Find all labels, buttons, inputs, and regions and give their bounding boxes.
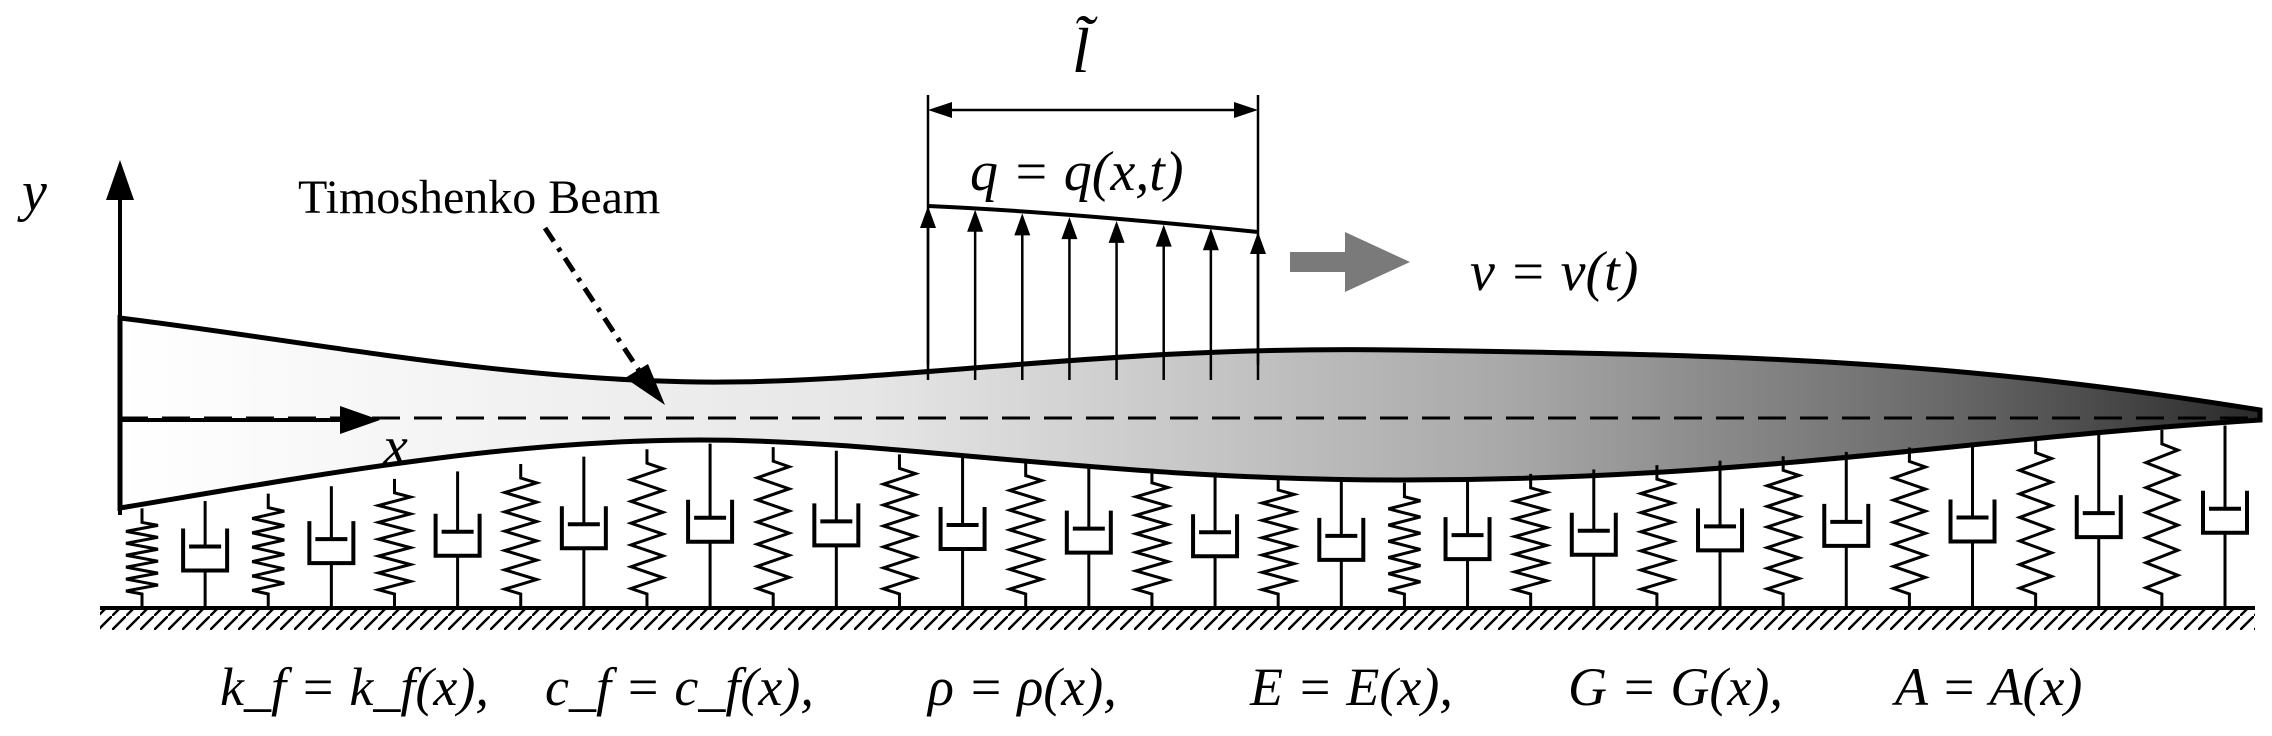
foundation-spring — [499, 464, 542, 608]
foundation-spring — [2015, 438, 2056, 608]
foundation-spring — [1004, 461, 1047, 608]
foundation-spring — [372, 478, 417, 608]
x-axis-arrow — [120, 406, 380, 434]
y-axis-label: y — [17, 161, 47, 223]
load-equation: q = q(x,t) — [970, 141, 1184, 203]
youngs-modulus-equation: E = E(x), — [1249, 657, 1453, 717]
foundation-damper — [1948, 443, 1997, 608]
foundation-spring — [1635, 465, 1679, 608]
foundation-spring — [626, 449, 668, 608]
beam-name-label: Timoshenko Beam — [298, 171, 660, 224]
foundation-spring — [125, 508, 159, 608]
load-arrow — [1014, 213, 1031, 380]
foundation-damper — [1064, 465, 1113, 608]
foundation-spring — [1130, 468, 1174, 608]
load-arrow — [1061, 217, 1078, 380]
y-axis-arrow — [106, 160, 134, 515]
foundation-damper — [1696, 460, 1745, 608]
foundation-damper — [559, 456, 608, 608]
damping-equation: c_f = c_f(x), — [545, 657, 814, 717]
load-arrow — [1108, 220, 1125, 380]
load-arrow — [1155, 224, 1172, 380]
foundation-damper — [433, 471, 482, 608]
stiffness-equation: k_f = k_f(x), — [220, 657, 489, 717]
load-arrow — [967, 209, 984, 380]
foundation-spring — [752, 447, 794, 608]
foundation-damper — [1443, 478, 1492, 608]
load-length-label: l̃ — [1072, 15, 1098, 86]
area-equation: A = A(x) — [1892, 657, 2082, 717]
foundation-damper — [938, 458, 987, 608]
foundation-spring — [2141, 429, 2182, 608]
timoshenko-beam-body — [117, 315, 2263, 511]
foundation-damper — [1569, 469, 1618, 608]
elastic-viscous-foundation — [125, 425, 2249, 608]
foundation-spring — [251, 493, 285, 608]
foundation-damper — [1822, 451, 1871, 608]
foundation-damper — [2074, 434, 2123, 608]
velocity-equation: v = v(t) — [1470, 241, 1638, 303]
load-arrow — [1202, 228, 1219, 380]
foundation-spring — [878, 454, 921, 608]
x-axis-label: x — [382, 416, 408, 478]
foundation-damper — [812, 450, 861, 608]
foundation-damper — [307, 486, 356, 608]
foundation-damper — [686, 443, 735, 608]
foundation-spring — [1256, 476, 1300, 608]
foundation-damper — [1191, 472, 1240, 608]
foundation-spring — [1762, 456, 1805, 608]
foundation-damper — [2201, 425, 2249, 608]
foundation-spring — [1888, 447, 1930, 608]
ground — [100, 606, 2255, 630]
foundation-spring — [1509, 473, 1553, 608]
load-envelope — [927, 204, 1259, 234]
velocity-arrow — [1290, 232, 1410, 292]
distributed-load-arrows — [920, 206, 1266, 380]
property-equations: k_f = k_f(x), c_f = c_f(x), ρ = ρ(x), E … — [220, 657, 2082, 717]
shear-modulus-equation: G = G(x), — [1568, 657, 1783, 717]
density-equation: ρ = ρ(x), — [926, 657, 1117, 717]
beam-pointer-arrow — [542, 226, 665, 405]
foundation-spring — [1388, 482, 1421, 608]
foundation-damper — [1317, 479, 1366, 608]
load-arrow — [920, 206, 936, 380]
load-arrow — [1250, 232, 1266, 380]
foundation-damper — [181, 501, 230, 608]
